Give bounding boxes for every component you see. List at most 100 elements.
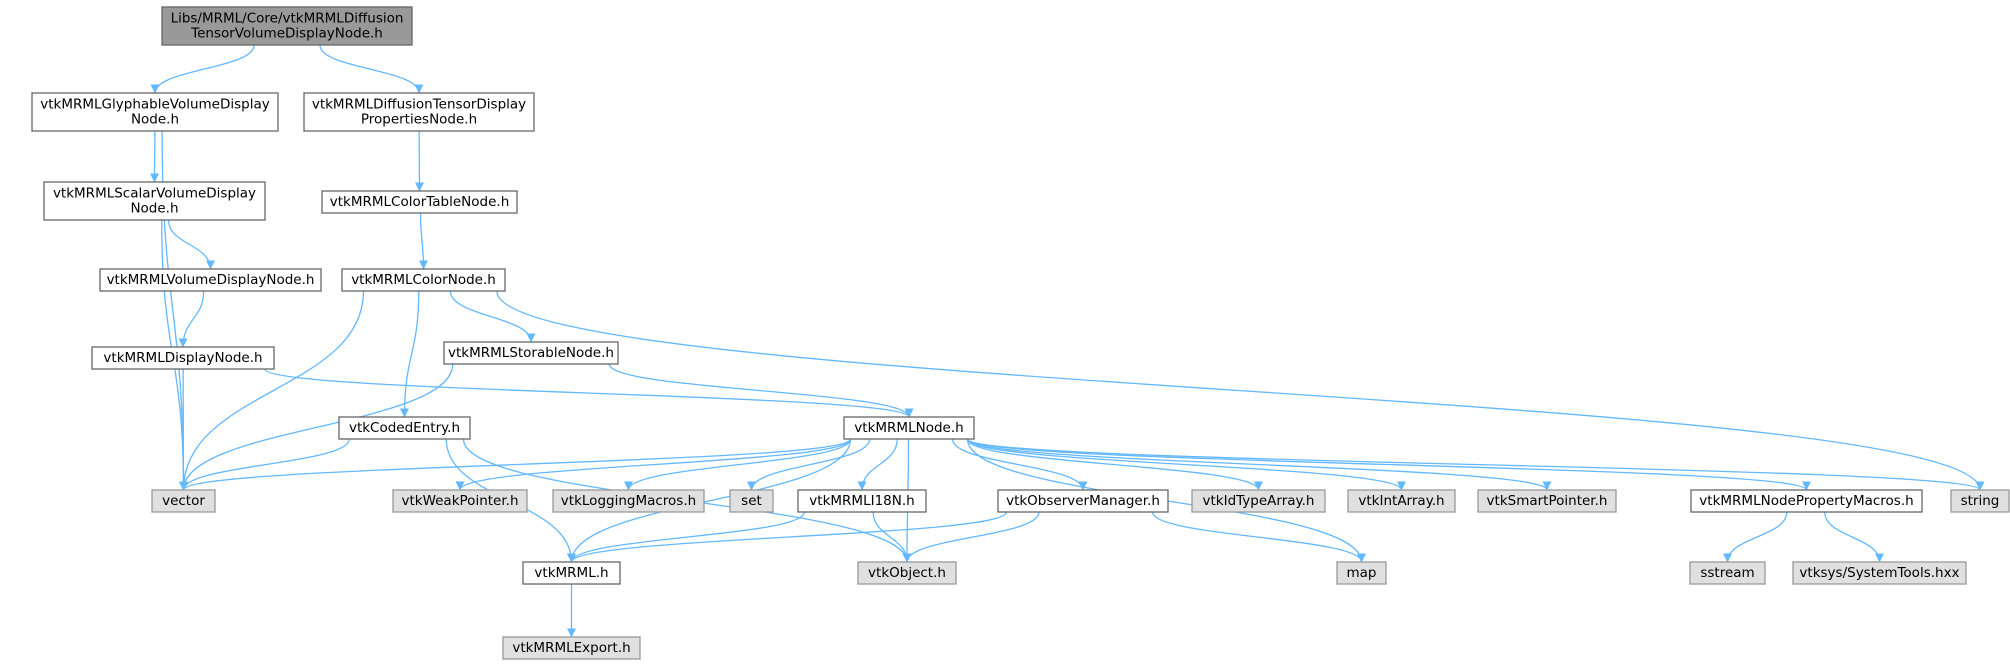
edge-mrmlnode-to-weakptr — [455, 438, 852, 491]
node-label: vtkWeakPointer.h — [401, 493, 518, 509]
graph-node-vtkmrml[interactable]: vtkMRML.h — [522, 561, 621, 585]
graph-node-storable[interactable]: vtkMRMLStorableNode.h — [443, 341, 619, 365]
graph-node-logging: vtkLoggingMacros.h — [552, 489, 705, 513]
graph-node-i18n[interactable]: vtkMRMLI18N.h — [797, 489, 927, 513]
node-label: vector — [162, 493, 205, 509]
node-box — [91, 346, 275, 370]
node-box — [522, 561, 621, 585]
node-box — [1347, 489, 1456, 513]
graph-node-voldisp[interactable]: vtkMRMLVolumeDisplayNode.h — [99, 268, 322, 292]
graph-node-vector: vector — [151, 489, 216, 513]
node-box — [1690, 489, 1923, 513]
edge-scalar-to-voldisp — [167, 219, 215, 270]
node-box — [857, 561, 957, 585]
edge-colornode-to-coded — [400, 290, 420, 418]
graph-node-sstream: sstream — [1689, 561, 1766, 585]
graph-node-colornode[interactable]: vtkMRMLColorNode.h — [341, 268, 506, 292]
edge-mrmlnode-to-string — [966, 438, 1985, 491]
graph-node-observer[interactable]: vtkObserverManager.h — [997, 489, 1169, 513]
edge-root-to-dtprops — [319, 44, 424, 94]
node-label: string — [1961, 493, 2000, 509]
graph-node-dispnode[interactable]: vtkMRMLDisplayNode.h — [91, 346, 275, 370]
node-box — [443, 341, 619, 365]
node-box — [1336, 561, 1387, 585]
graph-node-export: vtkMRMLExport.h — [502, 636, 641, 660]
edge-coded-to-vector — [179, 438, 350, 491]
node-label: vtkObject.h — [868, 565, 946, 581]
edge-i18n-to-vtkmrml — [567, 511, 806, 563]
graph-node-colortable[interactable]: vtkMRMLColorTableNode.h — [321, 190, 518, 214]
edge-observer-to-vtkmrml — [567, 511, 1008, 563]
node-label: sstream — [1700, 565, 1754, 581]
node-label: vtkIntArray.h — [1358, 493, 1444, 509]
graph-node-systools: vtksys/SystemTools.hxx — [1792, 561, 1967, 585]
nodes-layer: Libs/MRML/Core/vtkMRMLDiffusionTensorVol… — [31, 6, 2010, 660]
node-box — [31, 92, 279, 132]
graph-node-root[interactable]: Libs/MRML/Core/vtkMRMLDiffusionTensorVol… — [161, 6, 413, 46]
graph-node-mrmlnode[interactable]: vtkMRMLNode.h — [843, 416, 975, 440]
edge-mrmlnode-to-idtype — [966, 438, 1263, 491]
edge-voldisp-to-dispnode — [178, 290, 205, 348]
edges-layer — [150, 44, 1985, 638]
node-label: vtkMRMLStorableNode.h — [448, 345, 614, 361]
graph-node-dtprops[interactable]: vtkMRMLDiffusionTensorDisplayPropertiesN… — [303, 92, 535, 132]
node-label: Libs/MRML/Core/vtkMRMLDiffusion — [171, 11, 404, 27]
node-box — [1191, 489, 1326, 513]
node-label: vtkSmartPointer.h — [1487, 493, 1608, 509]
edge-storable-to-mrmlnode — [608, 363, 914, 418]
graph-node-map: map — [1336, 561, 1387, 585]
edge-propmacros-to-systools — [1824, 511, 1884, 563]
graph-node-set: set — [729, 489, 774, 513]
node-label: TensorVolumeDisplayNode.h — [190, 26, 383, 42]
graph-node-coded[interactable]: vtkCodedEntry.h — [338, 416, 471, 440]
node-label: vtkMRMLNodePropertyMacros.h — [1699, 493, 1913, 509]
node-box — [502, 636, 641, 660]
node-box — [797, 489, 927, 513]
node-box — [43, 181, 266, 221]
edge-observer-to-map — [1151, 511, 1366, 563]
edge-mrmlnode-to-vtkmrml — [567, 438, 852, 563]
node-box — [161, 6, 413, 46]
edge-storable-to-vector — [179, 363, 454, 491]
edge-observer-to-vtkobject — [902, 511, 1040, 563]
node-label: map — [1347, 565, 1377, 581]
edge-mrmlnode-to-set — [747, 438, 871, 491]
node-label: Node.h — [131, 112, 179, 128]
node-label: vtkObserverManager.h — [1006, 493, 1160, 509]
node-box — [1689, 561, 1766, 585]
node-label: vtkMRMLDisplayNode.h — [103, 350, 262, 366]
graph-node-idtype: vtkIdTypeArray.h — [1191, 489, 1326, 513]
graph-node-intarray: vtkIntArray.h — [1347, 489, 1456, 513]
graph-node-propmacros[interactable]: vtkMRMLNodePropertyMacros.h — [1690, 489, 1923, 513]
graph-node-vtkobject: vtkObject.h — [857, 561, 957, 585]
node-box — [729, 489, 774, 513]
node-label: PropertiesNode.h — [361, 112, 477, 128]
edge-propmacros-to-sstream — [1723, 511, 1788, 563]
node-label: Node.h — [130, 201, 178, 217]
node-label: vtkLoggingMacros.h — [561, 493, 696, 509]
edge-mrmlnode-to-logging — [624, 438, 852, 491]
node-label: vtkIdTypeArray.h — [1203, 493, 1315, 509]
node-box — [1792, 561, 1967, 585]
graph-node-string: string — [1950, 489, 2010, 513]
node-box — [392, 489, 528, 513]
node-label: vtkMRMLScalarVolumeDisplay — [53, 186, 256, 202]
node-box — [997, 489, 1169, 513]
node-box — [843, 416, 975, 440]
node-label: vtkMRMLExport.h — [512, 640, 630, 656]
node-box — [99, 268, 322, 292]
edge-mrmlnode-to-intarray — [966, 438, 1406, 491]
node-label: vtksys/SystemTools.hxx — [1799, 565, 1959, 581]
node-label: vtkMRMLColorNode.h — [351, 272, 496, 288]
node-box — [338, 416, 471, 440]
edge-colornode-to-vector — [179, 290, 365, 491]
node-box — [151, 489, 216, 513]
node-box — [303, 92, 535, 132]
edge-mrmlnode-to-i18n — [857, 438, 898, 491]
edge-mrmlnode-to-vector — [179, 438, 852, 491]
node-label: vtkMRMLNode.h — [854, 420, 963, 436]
edge-root-to-glyph — [150, 44, 255, 94]
